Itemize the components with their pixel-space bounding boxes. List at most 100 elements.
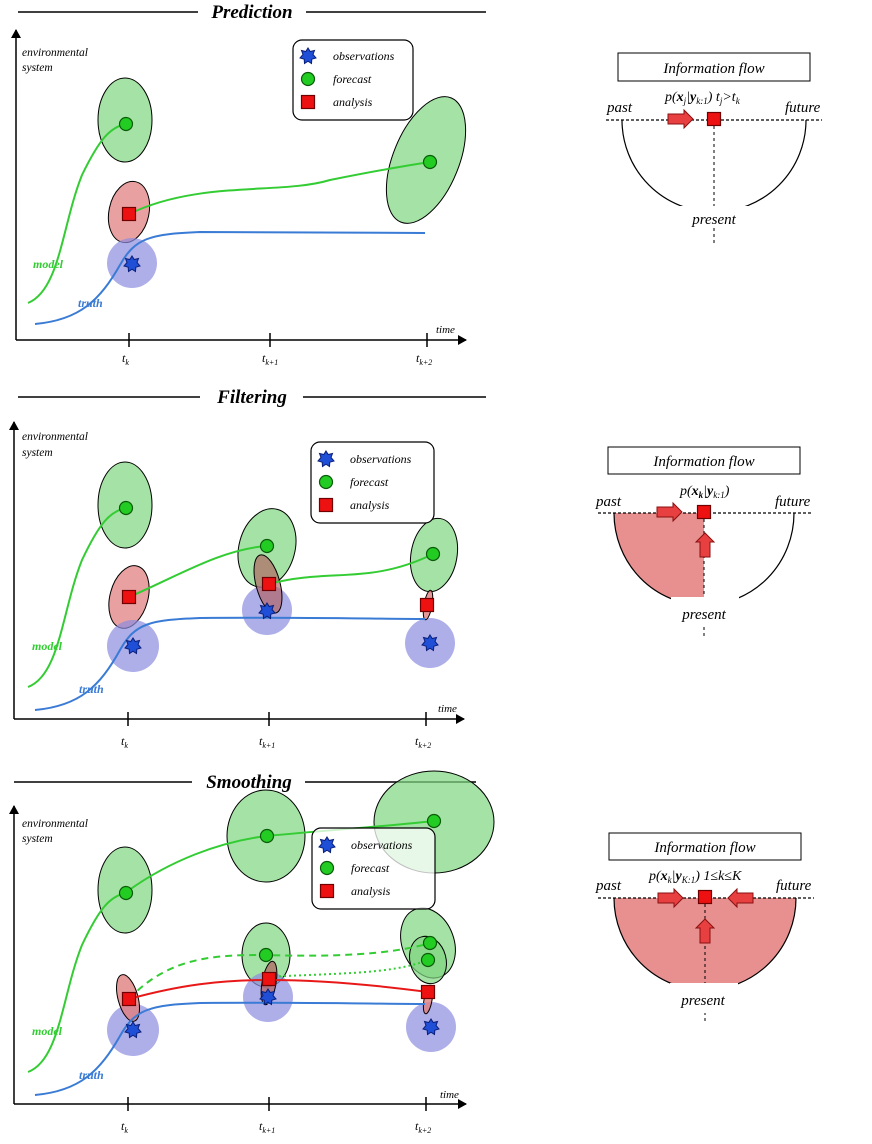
info-flow-title: Information flow: [652, 454, 754, 470]
past-label: past: [595, 878, 622, 894]
probability-formula: p(xk|yk:1): [679, 484, 730, 500]
truth-label: truth: [79, 682, 104, 696]
model-label: model: [32, 1024, 63, 1038]
info-flow-title: Information flow: [653, 840, 755, 856]
analysis-marker: [420, 984, 436, 1000]
legend-analysis: analysis: [351, 884, 391, 898]
model-curve: [27, 507, 126, 688]
model-label: model: [32, 639, 63, 653]
filtering-panel: Filtering environmental system time tk t…: [9, 387, 812, 750]
present-label-bg: [672, 206, 756, 226]
analysis-marker: [121, 589, 137, 605]
legend: observations forecast analysis: [310, 441, 435, 524]
legend-forecast: forecast: [333, 72, 372, 86]
forecast-marker: [118, 500, 134, 516]
analysis-legend-icon: [319, 883, 335, 899]
section-title: Prediction: [210, 2, 292, 23]
tick-label-tk1: tk+1: [259, 1119, 275, 1135]
forecast-marker: [425, 546, 441, 562]
analysis-legend-icon: [318, 497, 334, 513]
past-label: past: [595, 494, 622, 510]
state-marker: [697, 889, 713, 905]
future-label: future: [775, 494, 811, 510]
forecast-marker: [420, 952, 436, 968]
forecast-curve: [128, 545, 267, 598]
forecast-legend-icon: [319, 860, 335, 876]
legend-box: [311, 827, 436, 910]
tick-label-tk: tk: [121, 734, 128, 750]
forecast-marker: [259, 538, 275, 554]
state-marker: [706, 111, 722, 127]
legend-analysis: analysis: [333, 95, 373, 109]
present-label: present: [680, 993, 725, 1009]
present-label: present: [691, 212, 736, 228]
information-flow-diagram: Information flow past future present p(x…: [595, 832, 814, 1024]
legend: observations forecast analysis: [292, 39, 414, 121]
section-title: Filtering: [216, 387, 287, 408]
legend: observations forecast analysis: [311, 827, 436, 910]
forecast-legend-icon: [300, 71, 316, 87]
information-flow-diagram: Information flow past future present p(x…: [606, 52, 822, 244]
forecast-marker: [258, 947, 274, 963]
model-label: model: [33, 257, 64, 271]
legend-forecast: forecast: [351, 861, 390, 875]
past-region: [614, 513, 704, 605]
info-flow-title: Information flow: [662, 61, 764, 77]
legend-box: [310, 441, 435, 524]
analysis-marker: [121, 206, 137, 222]
future-label: future: [776, 878, 812, 894]
analysis-marker: [419, 597, 435, 613]
present-label: present: [681, 607, 726, 623]
forecast-curve: [128, 161, 431, 215]
legend-observations: observations: [350, 452, 412, 466]
present-label-bg: [670, 983, 738, 1013]
truth-curve: [34, 230, 426, 325]
truth-label: truth: [79, 1068, 104, 1082]
probability-formula: p(xj|yk:1) tj>tk: [664, 90, 741, 106]
tick-label-tk1: tk+1: [262, 351, 278, 367]
forecast-marker: [422, 935, 438, 951]
analysis-legend-icon: [300, 94, 316, 110]
y-axis-label-line1: environmental: [22, 47, 88, 59]
info-flow-title-box: [607, 446, 801, 475]
legend-forecast: forecast: [350, 475, 389, 489]
truth-curve: [34, 616, 426, 711]
analysis-marker: [261, 971, 277, 987]
legend-observations: observations: [351, 838, 413, 852]
forecast-marker: [118, 885, 134, 901]
tick-label-tk2: tk+2: [415, 734, 431, 750]
y-axis-label-line2: system: [22, 833, 53, 845]
prediction-panel: Prediction environmental system time tk …: [11, 2, 822, 367]
forecast-curve: [268, 553, 434, 585]
analysis-marker: [261, 576, 277, 592]
legend-analysis: analysis: [350, 498, 390, 512]
past-label: past: [606, 100, 633, 116]
section-title: Smoothing: [206, 772, 292, 793]
forecast-legend-icon: [318, 474, 334, 490]
y-axis-label-line2: system: [22, 62, 53, 74]
information-region: [614, 898, 796, 990]
model-curve: [27, 123, 126, 304]
tick-label-tk: tk: [121, 1119, 128, 1135]
present-label-bg: [671, 597, 739, 627]
forecast-marker: [259, 828, 275, 844]
info-flow-title-box: [617, 52, 811, 82]
x-axis-label: time: [436, 324, 455, 336]
x-axis-label: time: [438, 703, 457, 715]
information-flow-diagram: Information flow past future present p(x…: [595, 446, 812, 638]
forecast-marker: [118, 116, 134, 132]
future-label: future: [785, 100, 821, 116]
probability-formula: p(xk|yK:1) 1≤k≤K: [648, 869, 742, 885]
truth-label: truth: [78, 296, 103, 310]
smoothing-panel: Smoothing environmental system time tk t…: [9, 770, 814, 1135]
past-arrow: [667, 109, 694, 129]
analysis-marker: [121, 991, 137, 1007]
tick-label-tk2: tk+2: [415, 1119, 431, 1135]
tick-label-tk: tk: [122, 351, 129, 367]
forecast-marker: [426, 813, 442, 829]
legend-box: [292, 39, 414, 121]
info-flow-title-box: [608, 832, 802, 861]
truth-curve: [34, 1001, 426, 1096]
state-marker: [696, 504, 712, 520]
